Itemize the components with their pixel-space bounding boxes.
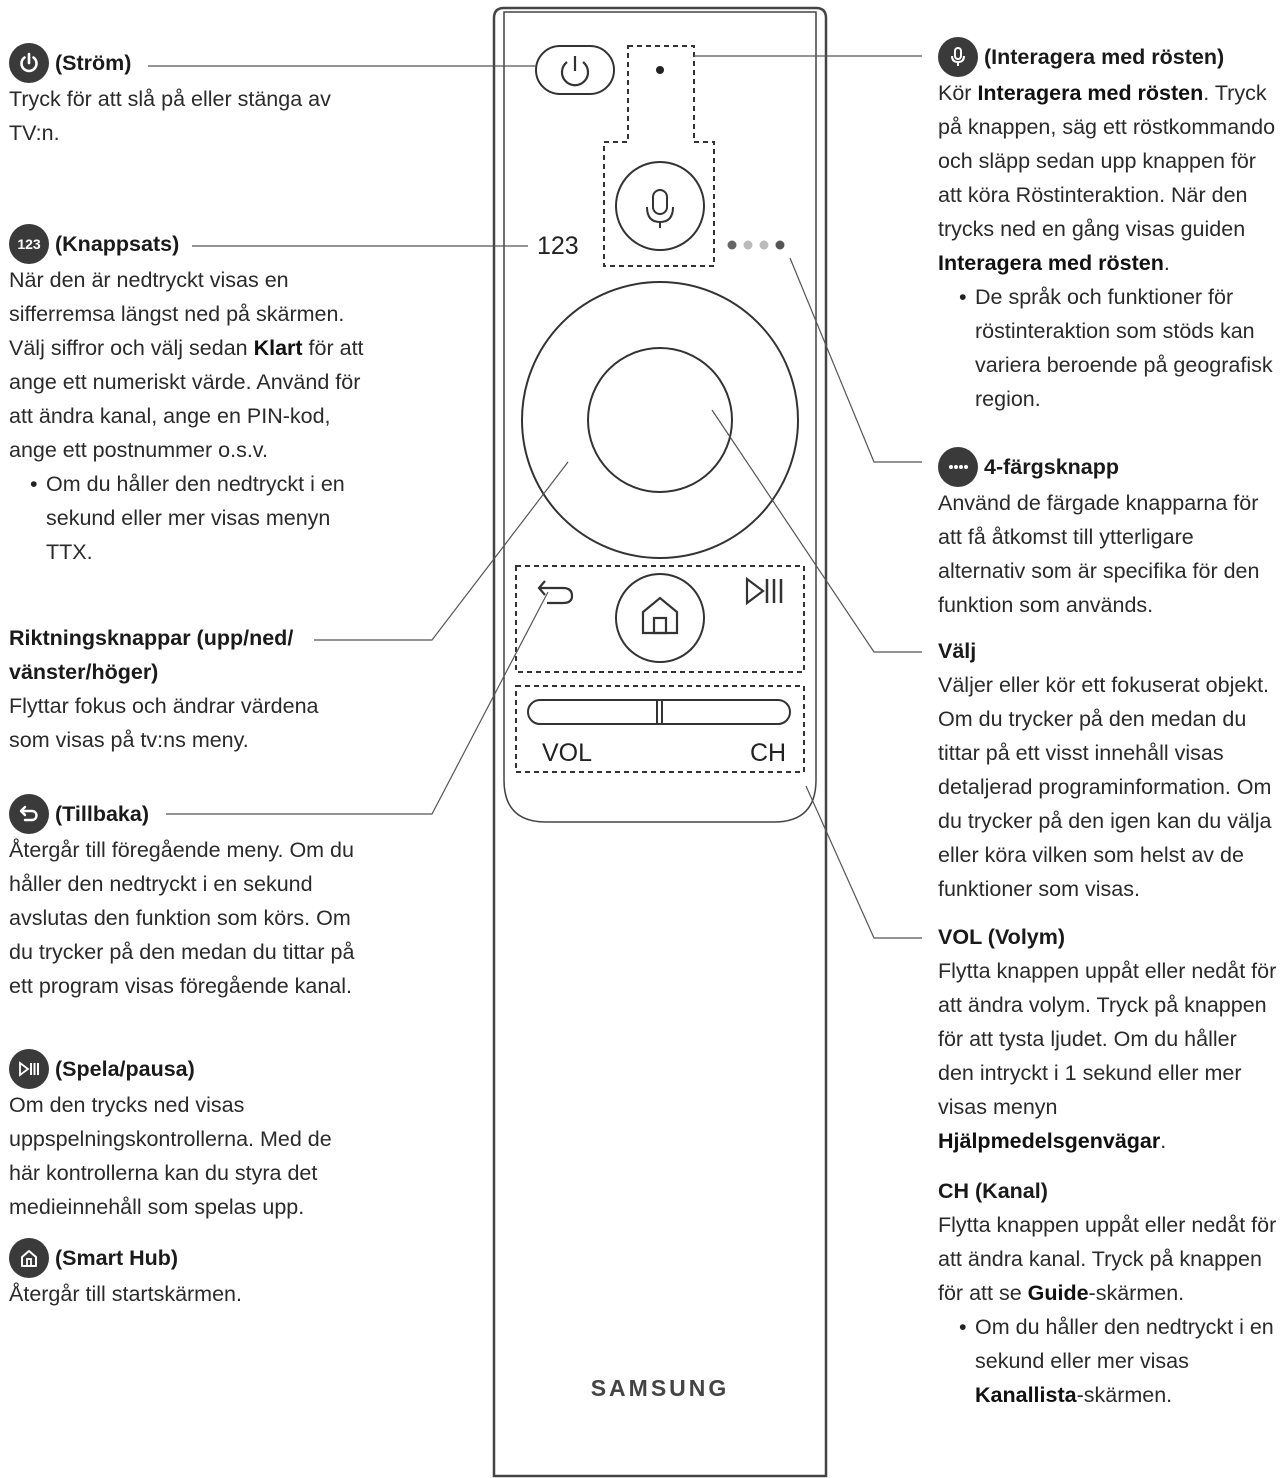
directional-title-line2: vänster/höger)	[9, 660, 159, 684]
remote-vol-label: VOL	[542, 739, 592, 767]
keypad-123-icon: 123	[9, 224, 49, 264]
play-pause-section: (Spela/pausa) Om den trycks ned visas up…	[9, 1049, 359, 1224]
remote-volch-rocker	[527, 699, 791, 725]
directional-desc: Flyttar fokus och ändrar värdena som vis…	[9, 694, 319, 752]
remote-power-button	[535, 45, 615, 95]
keypad-section: 123 (Knappsats) När den är nedtryckt vis…	[9, 224, 374, 569]
remote-keypad-label: 123	[537, 232, 579, 260]
mic-led	[656, 66, 664, 74]
voice-section: (Interagera med rösten) Kör Interagera m…	[938, 37, 1278, 416]
remote-direction-ring	[521, 281, 799, 559]
home-icon	[9, 1238, 49, 1278]
remote-home-button	[615, 573, 705, 663]
volch-dashed-region	[515, 685, 805, 773]
remote-select-button	[587, 347, 733, 493]
select-section: Välj Väljer eller kör ett fokuserat obje…	[938, 634, 1280, 906]
back-section: (Tillbaka) Återgår till föregående meny.…	[9, 794, 359, 1003]
remote-face	[503, 11, 817, 823]
ch-bullet: Om du håller den nedtryckt i en sekund e…	[938, 1310, 1280, 1412]
remote-color-dots	[727, 240, 785, 250]
directional-title-line1: Riktningsknappar (upp/ned/	[9, 626, 294, 650]
play-pause-desc: Om den trycks ned visas uppspelningskont…	[9, 1093, 332, 1219]
remote-ch-label: CH	[750, 739, 786, 767]
ch-section: CH (Kanal) Flytta knappen uppåt eller ne…	[938, 1174, 1280, 1412]
keypad-title: (Knappsats)	[55, 232, 180, 256]
voice-bullet: De språk och funktioner för röstinterakt…	[938, 280, 1278, 416]
back-arrow-icon	[9, 794, 49, 834]
voice-title: (Interagera med rösten)	[984, 45, 1225, 69]
voice-desc: Kör Interagera med rösten. Tryck på knap…	[938, 81, 1276, 275]
back-desc: Återgår till föregående meny. Om du håll…	[9, 838, 355, 998]
play-pause-icon	[9, 1049, 49, 1089]
microphone-icon	[938, 37, 978, 77]
smart-hub-section: (Smart Hub) Återgår till startskärmen.	[9, 1238, 349, 1311]
play-pause-title: (Spela/pausa)	[55, 1057, 195, 1081]
power-section: (Ström) Tryck för att slå på eller stäng…	[9, 43, 349, 150]
vol-desc: Flytta knappen uppåt eller nedåt för att…	[938, 959, 1277, 1153]
remote-mic-button	[615, 161, 705, 251]
voice-dashed-region	[603, 45, 715, 267]
select-desc: Väljer eller kör ett fokuserat objekt. O…	[938, 673, 1272, 901]
color-button-title: 4-färgsknapp	[984, 455, 1120, 479]
smart-hub-desc: Återgår till startskärmen.	[9, 1282, 242, 1306]
power-icon	[9, 43, 49, 83]
smart-hub-title: (Smart Hub)	[55, 1246, 179, 1270]
remote-back-button	[537, 580, 574, 605]
select-title: Välj	[938, 639, 977, 663]
back-title: (Tillbaka)	[55, 802, 149, 826]
nav-dashed-region	[515, 565, 805, 673]
directional-section: Riktningsknappar (upp/ned/ vänster/höger…	[9, 621, 339, 757]
power-title: (Ström)	[55, 51, 132, 75]
power-desc: Tryck för att slå på eller stänga av TV:…	[9, 87, 331, 145]
color-button-desc: Använd de färgade knapparna för att få å…	[938, 491, 1260, 617]
color-button-section: 4-färgsknapp Använd de färgade knapparna…	[938, 447, 1278, 622]
vol-section: VOL (Volym) Flytta knappen uppåt eller n…	[938, 920, 1278, 1158]
ch-title: CH (Kanal)	[938, 1179, 1048, 1203]
callout-lines	[148, 55, 922, 939]
remote-body	[492, 6, 828, 1478]
remote-play-pause-button	[745, 576, 783, 606]
four-color-dots-icon	[938, 447, 978, 487]
ch-desc: Flytta knappen uppåt eller nedåt för att…	[938, 1213, 1277, 1305]
remote-brand-logo: SAMSUNG	[591, 1375, 730, 1401]
keypad-desc: När den är nedtryckt visas en sifferrems…	[9, 268, 364, 462]
keypad-bullet: Om du håller den nedtryckt i en sekund e…	[9, 467, 374, 569]
vol-title: VOL (Volym)	[938, 925, 1066, 949]
